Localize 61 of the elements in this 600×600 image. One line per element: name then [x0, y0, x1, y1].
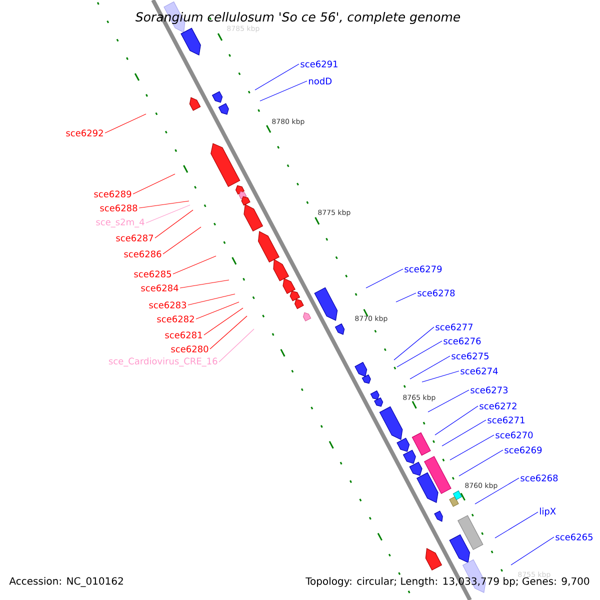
title: Sorangium cellulosum 'So ce 56', complete genome: [136, 12, 460, 24]
gene-label: sce_Cardiovirus_CRE_16: [108, 358, 218, 366]
gene-label: sce6271: [488, 416, 524, 424]
gene-label: sce6292: [66, 130, 103, 136]
leader-line: [260, 80, 308, 102]
leader-line: [494, 512, 538, 538]
gene-label: sce6274: [460, 368, 498, 374]
gene-label: sce6287: [116, 234, 154, 242]
gene-label: lipX: [540, 508, 556, 516]
leader-line: [366, 268, 404, 288]
gene-label: sce6281: [165, 332, 202, 338]
gene-label: sce6288: [100, 204, 138, 212]
leader-line: [210, 316, 248, 350]
leader-line: [396, 340, 442, 368]
leader-line: [204, 308, 244, 336]
gene-label: sce6278: [418, 290, 455, 296]
leader-line: [434, 406, 478, 436]
leader-line: [104, 114, 146, 134]
leader-line: [474, 478, 520, 504]
genome-stats-text: Topology: circular; Length: 13,033,779 bp; Genes: 9,700: [306, 577, 590, 587]
leader-line: [254, 64, 300, 90]
leader-line: [172, 256, 216, 274]
gene-label: sce6269: [504, 446, 542, 454]
leader-line: [132, 174, 176, 194]
leader-line: [154, 210, 194, 238]
leader-line: [196, 302, 240, 320]
gene-label: sce6283: [149, 302, 186, 308]
gene-label: sce6268: [520, 474, 558, 482]
gene-label: sce6289: [94, 190, 132, 198]
leader-line: [422, 370, 460, 382]
leader-line: [510, 536, 554, 566]
gene-label: sce6276: [444, 338, 481, 344]
leader-line: [218, 328, 254, 362]
leader-line: [188, 294, 236, 306]
leader-line: [394, 326, 434, 360]
leader-line: [410, 356, 450, 380]
gene-label: sce6282: [157, 316, 194, 322]
gene-label: sce6270: [496, 432, 533, 438]
accession-text: Accession: NC_010162: [9, 577, 123, 587]
gene-label: sce6279: [404, 266, 442, 272]
gene-label: sce6286: [124, 250, 162, 258]
gene-label: sce6275: [452, 352, 488, 360]
gene-label: nodD: [309, 78, 332, 84]
gene-label: sce6273: [470, 386, 508, 394]
leader-line: [162, 226, 202, 254]
gene-label: sce6284: [141, 284, 178, 292]
leader-line: [450, 434, 494, 460]
gene-label: sce6280: [171, 346, 208, 352]
leader-line: [442, 420, 486, 446]
leader-line: [458, 450, 504, 476]
gene-label: sce6265: [556, 534, 592, 540]
leader-line: [180, 280, 230, 288]
leader-line: [146, 204, 190, 224]
leader-line: [138, 200, 190, 208]
gene-label: sce6277: [436, 324, 472, 330]
leader-line: [428, 390, 470, 412]
gene-label: sce6285: [134, 270, 171, 278]
gene-label: sce6272: [480, 402, 516, 410]
gene-label: sce6291: [300, 60, 338, 68]
leader-line: [396, 292, 416, 302]
gene-label: sce_s2m_4: [96, 218, 144, 228]
